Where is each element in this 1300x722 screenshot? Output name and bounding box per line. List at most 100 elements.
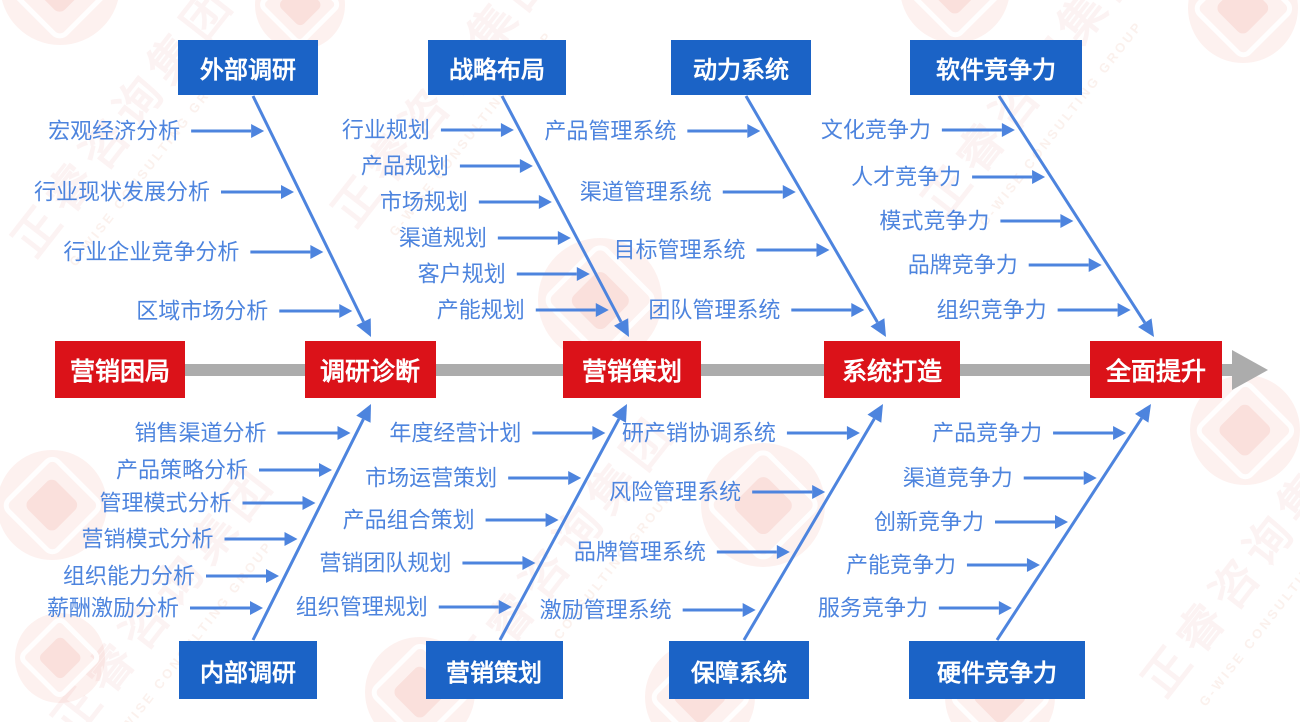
bottom-branch-1-item-1: 市场运营策划	[365, 465, 498, 491]
top-branch-1-item-3-arrow-head	[557, 231, 571, 245]
top-branch-3-box: 软件竞争力	[910, 40, 1082, 95]
bottom-branch-3-item-1-arrow-head	[1083, 471, 1097, 485]
top-branch-1-item-0: 行业规划	[341, 117, 430, 143]
bottom-branch-3-bone-head	[1135, 404, 1151, 423]
spine-stage-4-label: 全面提升	[1105, 357, 1206, 386]
bottom-branch-3-item-0: 产品竞争力	[932, 420, 1043, 446]
top-branch-2-item-1: 渠道管理系统	[579, 179, 712, 205]
top-branch-2-item-0: 产品管理系统	[544, 118, 677, 144]
bottom-branch-0-item-5-arrow	[190, 601, 263, 615]
bottom-branch-3-item-2-arrow-head	[1055, 515, 1068, 529]
top-branch-1-item-1-arrow	[459, 159, 533, 173]
bottom-branch-3-bone-shaft	[995, 417, 1143, 641]
top-branch-2-item-2-arrow-head	[816, 243, 830, 257]
bottom-branch-1-item-2-arrow	[485, 513, 559, 527]
top-branch-0-item-3-arrow-head	[339, 304, 353, 318]
top-branch-0-item-3: 区域市场分析	[136, 298, 269, 324]
top-branch-1-item-1: 产品规划	[360, 153, 449, 179]
top-branch-2-box-label: 动力系统	[693, 57, 789, 84]
top-branch-3-item-1-arrow-head	[1032, 170, 1046, 184]
top-branch-0-item-2-arrow-head	[310, 245, 324, 259]
bottom-branch-0-item-1-arrow-head	[319, 463, 332, 477]
bottom-branch-0-item-2-arrow	[242, 496, 316, 510]
top-branch-1-item-2-arrow	[478, 195, 552, 209]
top-branch-1-bone-head	[613, 318, 629, 337]
top-branch-2-bone-shaft	[744, 95, 879, 324]
bottom-branch-0-item-5-arrow-head	[250, 601, 263, 615]
bottom-branch-2-item-2: 品牌管理系统	[573, 539, 706, 565]
bottom-branch-3-item-2: 创新竞争力	[873, 509, 984, 535]
top-branch-1-item-4-arrow-head	[576, 267, 590, 281]
spine-stage-0-label: 营销困局	[69, 357, 170, 386]
bottom-branch-1-item-4-arrow	[438, 600, 512, 614]
top-branch-0-item-1-arrow-head	[281, 185, 295, 199]
top-branch-1-item-4-arrow	[516, 267, 590, 281]
top-branch-2-item-2-arrow	[756, 243, 830, 257]
bottom-branch-2-item-3: 激励管理系统	[539, 597, 672, 623]
spine-arrowhead	[1232, 350, 1268, 390]
top-branch-3-bone-head	[1138, 318, 1154, 337]
bottom-branch-2-item-1-arrow-head	[812, 485, 826, 499]
bottom-branch-3-item-0-arrow-head	[1113, 426, 1127, 440]
top-branch-3-item-4: 组织竞争力	[936, 297, 1047, 323]
top-branch-0-item-0: 宏观经济分析	[48, 118, 181, 144]
top-branch-3-item-4-arrow	[1057, 303, 1131, 317]
bottom-branch-0-item-0-arrow	[277, 426, 351, 440]
top-branch-2-item-0-arrow	[687, 124, 761, 138]
bottom-branch-0-item-4-arrow-head	[266, 569, 279, 583]
top-branch-3-box-label: 软件竞争力	[936, 57, 1056, 84]
bottom-branch-0-item-5: 薪酬激励分析	[46, 595, 179, 621]
bottom-branch-1-item-3: 营销团队规划	[319, 550, 452, 576]
bottom-branch-3-box: 硬件竞争力	[909, 641, 1085, 699]
bottom-branch-1-box: 营销策划	[425, 641, 563, 699]
spine-stage-1-label: 调研诊断	[319, 357, 420, 386]
bottom-branch-0-box-label: 内部调研	[200, 659, 296, 687]
bottom-branch-3-item-2-arrow	[995, 515, 1068, 529]
top-branch-0-box-label: 外部调研	[200, 57, 296, 84]
bottom-branch-3-item-4-arrow	[938, 601, 1012, 615]
bottom-branch-0-item-3-arrow-head	[284, 532, 298, 546]
top-branch-0-bone-head	[356, 318, 371, 337]
top-branch-2-item-3: 团队管理系统	[648, 297, 781, 323]
top-branch-1-item-3: 渠道规划	[398, 225, 487, 251]
top-branch-3-item-2: 模式竞争力	[879, 208, 990, 234]
spine-stage-4: 全面提升	[1090, 341, 1222, 398]
bottom-branch-0-item-3: 营销模式分析	[81, 526, 214, 552]
top-branch-3-bone-shaft	[997, 95, 1147, 324]
top-branch-1-item-1-arrow-head	[519, 159, 533, 173]
bottom-branch-2-item-0-arrow-head	[846, 426, 860, 440]
bottom-branch-2-bone-shaft	[742, 417, 876, 641]
bottom-branch-1-item-2: 产品组合策划	[342, 507, 475, 533]
spine-stage-1: 调研诊断	[304, 341, 436, 398]
bottom-branch-1-item-0-arrow-head	[592, 426, 606, 440]
top-branch-2-item-2: 目标管理系统	[613, 237, 746, 263]
bottom-branch-1-bone-shaft	[498, 418, 621, 641]
bottom-branch-3-item-0-arrow	[1053, 426, 1127, 440]
top-branch-3-item-2-arrow	[1000, 214, 1074, 228]
top-branch-2-item-3-arrow-head	[851, 303, 865, 317]
top-branch-0-item-3-arrow	[279, 304, 353, 318]
top-branch-0-box: 外部调研	[178, 40, 318, 95]
top-branch-3-bone	[997, 95, 1154, 337]
top-branch-1-item-5-arrow-head	[595, 303, 609, 317]
bottom-branch-2-item-2-arrow-head	[776, 545, 790, 559]
top-branch-1-item-0-arrow	[440, 123, 514, 137]
bottom-branch-1-item-3-arrow-head	[522, 556, 536, 570]
top-branch-2-item-0-arrow-head	[747, 124, 761, 138]
bottom-branch-2-box-label: 保障系统	[691, 659, 787, 687]
top-branch-2-bone-head	[870, 318, 886, 337]
bottom-branch-0-item-0-arrow-head	[337, 426, 351, 440]
bottom-branch-0-item-3-arrow	[224, 532, 298, 546]
spine-stage-3-label: 系统打造	[841, 357, 942, 386]
bottom-branch-0-item-1: 产品策略分析	[115, 457, 248, 483]
bottom-branch-3-bone	[995, 404, 1151, 641]
top-branch-3-item-4-arrow-head	[1117, 303, 1131, 317]
bottom-branch-0-item-0: 销售渠道分析	[134, 420, 267, 446]
bottom-branch-1-item-2-arrow-head	[545, 513, 559, 527]
bottom-branch-1-item-4: 组织管理规划	[295, 594, 428, 620]
bottom-branch-2-item-1: 风险管理系统	[609, 479, 742, 505]
top-branch-1-item-2: 市场规划	[379, 189, 468, 215]
bottom-branch-2-bone	[742, 404, 883, 641]
top-branch-0-item-2-arrow	[250, 245, 324, 259]
